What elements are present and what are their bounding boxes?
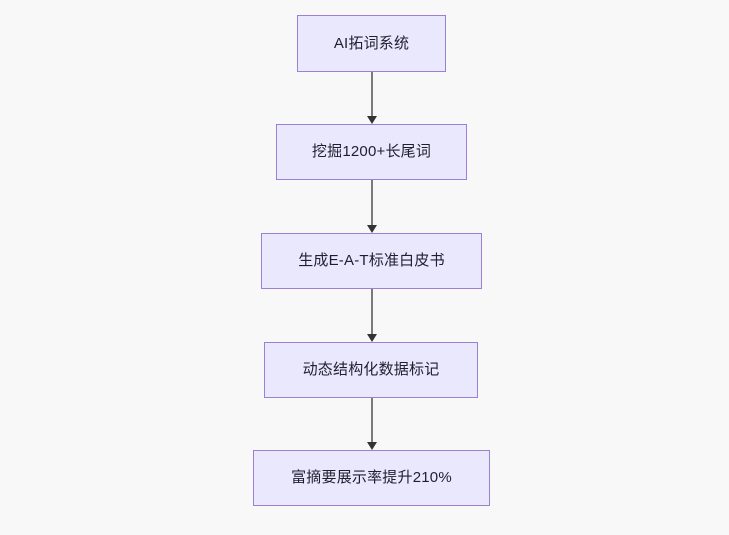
flow-node-mine-longtail-keywords[interactable]: 挖掘1200+长尾词 <box>276 124 467 180</box>
connector-line <box>371 289 373 334</box>
flow-node-ai-keyword-system[interactable]: AI拓词系统 <box>297 15 446 72</box>
flow-node-label: AI拓词系统 <box>333 34 410 52</box>
flow-node-label: 挖掘1200+长尾词 <box>311 143 432 160</box>
arrowhead-icon <box>367 116 377 124</box>
arrowhead-icon <box>367 334 377 342</box>
flow-node-rich-snippet-impression-lift[interactable]: 富摘要展示率提升210% <box>253 450 490 506</box>
arrowhead-icon <box>367 442 377 450</box>
flow-node-label: 动态结构化数据标记 <box>302 361 440 378</box>
flow-node-generate-eat-whitepaper[interactable]: 生成E-A-T标准白皮书 <box>261 233 482 289</box>
arrowhead-icon <box>367 225 377 233</box>
connector-line <box>371 180 373 225</box>
connector-line <box>371 398 373 442</box>
flow-node-label: 生成E-A-T标准白皮书 <box>298 252 445 269</box>
flow-node-label: 富摘要展示率提升210% <box>291 469 452 486</box>
flow-node-dynamic-structured-data-markup[interactable]: 动态结构化数据标记 <box>264 342 478 398</box>
connector-line <box>371 72 373 116</box>
